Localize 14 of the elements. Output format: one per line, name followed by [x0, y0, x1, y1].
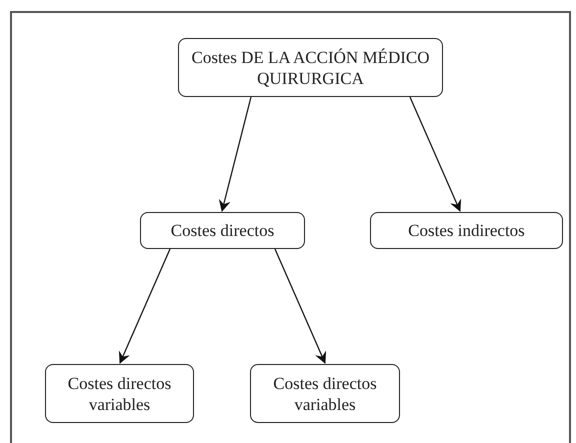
box-text: Costes directos [170, 220, 274, 241]
concept-box [178, 38, 443, 97]
box-text: Costes directos variables [272, 372, 378, 414]
concept-box [140, 212, 305, 249]
box-text: Costes directos variables [66, 372, 172, 414]
box-text: Costes indirectos [408, 220, 525, 241]
concept-box [250, 364, 400, 423]
arrow [118, 248, 171, 364]
concept-box [370, 212, 563, 249]
arrow [218, 96, 252, 212]
arrow [274, 248, 326, 364]
concept-box [45, 364, 194, 423]
arrow [409, 96, 462, 212]
box-text: Costes DE LA ACCIÓN MÉDICO QUIRURGICA [190, 46, 430, 88]
